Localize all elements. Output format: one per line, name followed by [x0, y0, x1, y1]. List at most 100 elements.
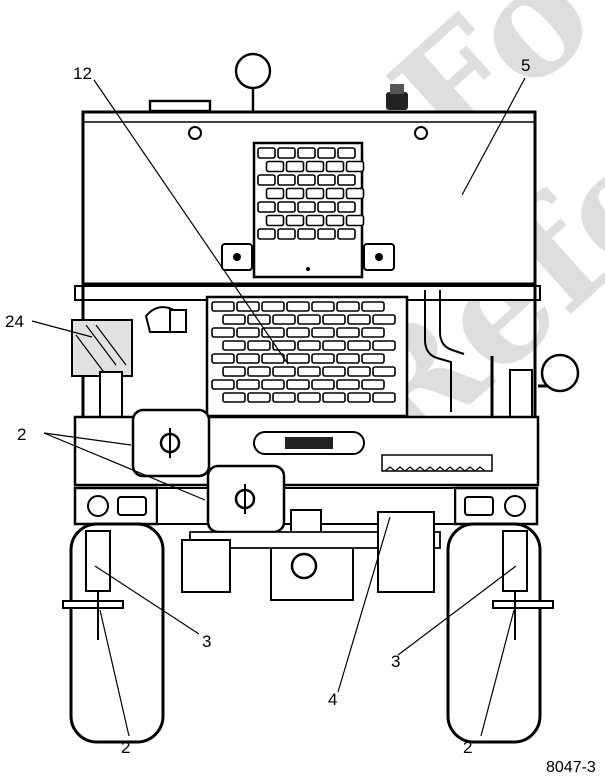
leader-lines	[31, 77, 526, 737]
grille-slot	[265, 187, 285, 200]
grille-slot	[361, 353, 385, 364]
grille-slot	[286, 379, 310, 390]
grille-slot	[311, 327, 335, 338]
grille-slot	[286, 353, 310, 364]
grille-slot	[257, 147, 276, 159]
grille-slot	[222, 340, 246, 351]
grille-slot	[222, 392, 246, 403]
grille-slot	[257, 201, 276, 213]
grille-slot	[222, 314, 246, 325]
hood-grille	[257, 147, 365, 240]
grille-slot	[297, 174, 316, 186]
grille-slot	[277, 201, 296, 213]
grille-slot	[345, 214, 365, 227]
grille-slot	[285, 187, 305, 200]
grille-slot	[261, 379, 285, 390]
grille-slot	[236, 327, 260, 338]
grille-slot	[372, 392, 396, 403]
grille-slot	[261, 327, 285, 338]
engine-section	[71, 284, 580, 472]
callout-3-left: 3	[202, 632, 211, 651]
grille-slot	[311, 353, 335, 364]
grille-slot	[317, 147, 336, 159]
callout-labels: 12 5 24 2 2 3 3 4 2 2	[5, 56, 530, 757]
grille-slot	[286, 327, 310, 338]
grille-slot	[347, 314, 371, 325]
tires	[62, 522, 554, 744]
radiator-grille	[211, 301, 396, 403]
grille-slot	[247, 314, 271, 325]
grille-slot	[325, 187, 345, 200]
grille-slot	[361, 327, 385, 338]
grille-slot	[272, 314, 296, 325]
grille-slot	[211, 327, 235, 338]
grille-slot	[322, 366, 346, 377]
grille-slot	[347, 366, 371, 377]
lifting-plates	[131, 408, 286, 534]
center-hitch	[181, 509, 441, 601]
grille-slot	[297, 147, 316, 159]
grille-slot	[236, 379, 260, 390]
grille-slot	[347, 392, 371, 403]
grille-slot	[337, 201, 356, 213]
grille-slot	[247, 340, 271, 351]
grille-slot	[261, 301, 285, 312]
callout-2-bottom-left: 2	[121, 738, 130, 757]
grille-slot	[322, 392, 346, 403]
grille-slot	[347, 340, 371, 351]
grille-slot	[336, 379, 360, 390]
grille-slot	[361, 301, 385, 312]
bumper-frame	[73, 415, 540, 526]
grille-slot	[247, 392, 271, 403]
grille-slot	[222, 366, 246, 377]
grille-slot	[317, 228, 336, 240]
grille-slot	[277, 228, 296, 240]
grille-slot	[297, 314, 321, 325]
grille-slot	[336, 327, 360, 338]
grille-slot	[211, 301, 235, 312]
grille-slot	[325, 214, 345, 227]
grille-slot	[345, 160, 365, 173]
grille-slot	[285, 160, 305, 173]
grille-slot	[336, 353, 360, 364]
grille-slot	[211, 353, 235, 364]
grille-slot	[297, 392, 321, 403]
callout-12: 12	[73, 64, 92, 83]
grille-slot	[272, 392, 296, 403]
grille-slot	[337, 228, 356, 240]
grille-slot	[337, 147, 356, 159]
grille-slot	[286, 301, 310, 312]
grille-slot	[305, 214, 325, 227]
grille-slot	[311, 301, 335, 312]
grille-slot	[336, 301, 360, 312]
grille-slot	[325, 160, 345, 173]
hood-panel	[81, 110, 537, 286]
grille-slot	[211, 379, 235, 390]
grille-slot	[372, 314, 396, 325]
grille-slot	[317, 174, 336, 186]
figure-id: 8047-3	[546, 759, 596, 776]
callout-24: 24	[5, 312, 24, 331]
grille-slot	[322, 314, 346, 325]
grille-slot	[257, 228, 276, 240]
callout-2-upper: 2	[17, 425, 26, 444]
callout-3-right: 3	[391, 652, 400, 671]
grille-slot	[311, 379, 335, 390]
grille-slot	[272, 366, 296, 377]
grille-slot	[265, 214, 285, 227]
grille-slot	[297, 366, 321, 377]
grille-slot	[297, 201, 316, 213]
grille-slot	[285, 214, 305, 227]
grille-slot	[297, 340, 321, 351]
grille-slot	[261, 353, 285, 364]
grille-slot	[257, 174, 276, 186]
grille-slot	[305, 160, 325, 173]
grille-slot	[277, 147, 296, 159]
grille-slot	[277, 174, 296, 186]
grille-slot	[305, 187, 325, 200]
grille-slot	[372, 340, 396, 351]
grille-slot	[317, 201, 336, 213]
grille-slot	[247, 366, 271, 377]
grille-slot	[265, 160, 285, 173]
